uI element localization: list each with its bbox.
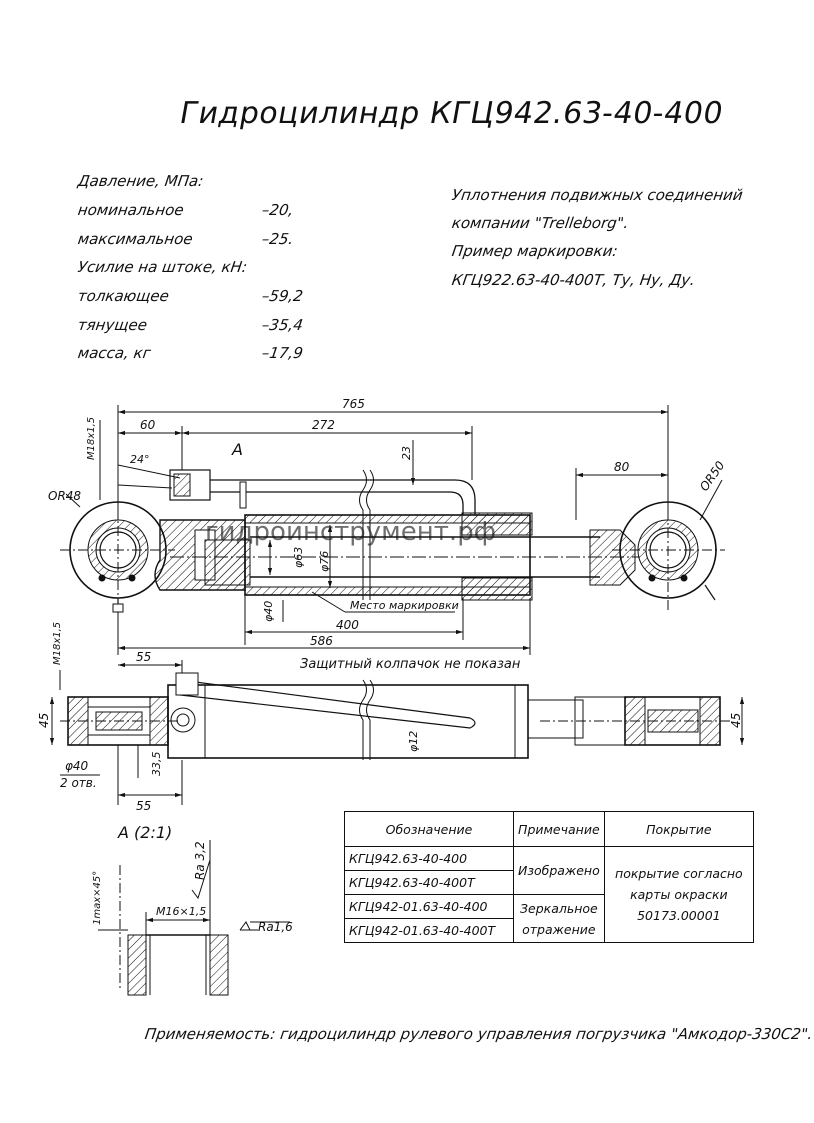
header-note: Примечание [513,811,605,847]
ra16: Ra1,6 [258,920,293,934]
note-shown: Изображено [513,846,605,895]
chamfer: 1max×45° [92,871,103,925]
note-mirror-line-1: Зеркальное [520,900,598,916]
dim-or48: OR48 [48,489,81,503]
dim-55-top: 55 [136,650,151,664]
coating-cell: покрытие согласно карты окраски 50173.00… [603,846,755,943]
dim-m18-top: М18х1,5 [86,417,97,460]
cylinder-drawing: 765 60 272 80 23 М18х1,5 24° А OR48 OR50… [37,397,745,996]
dim-272: 272 [312,418,335,432]
table-row: КГЦ942-01.63-40-400 [344,894,514,919]
holes-note: 2 отв. [60,776,97,790]
dim-60: 60 [140,418,156,432]
ra32: Ra 3,2 [193,841,207,880]
dim-or50: OR50 [697,458,728,493]
section-a-title: А (2:1) [118,823,173,842]
watermark: гидроинструмент.рф [205,517,496,547]
table-row: КГЦ942.63-40-400 [344,846,514,871]
note-mirror-line-2: отражение [522,921,596,937]
dim-586: 586 [310,634,333,648]
dim-765: 765 [342,397,365,411]
table-row: КГЦ942.63-40-400Т [344,870,514,895]
dim-45-left: 45 [37,713,51,728]
dim-d40: φ40 [262,601,275,622]
coating-line-3: 50173.00001 [637,908,721,923]
dim-m18-bottom: М18х1,5 [52,622,63,665]
dim-55-bottom: 55 [136,799,151,813]
coating-line-2: карты окраски [630,887,728,902]
dim-33-5: 33,5 [150,752,163,777]
dim-23: 23 [400,446,413,460]
variants-table: Обозначение Примечание Покрытие КГЦ942.6… [344,811,755,943]
thread-m16: М16×1,5 [156,905,206,918]
dim-d76: φ76 [318,551,331,572]
header-coating: Покрытие [603,811,755,847]
table-row: КГЦ942-01.63-40-400Т [344,918,514,943]
cap-note: Защитный колпачок не показан [300,657,521,672]
dim-400: 400 [336,618,359,632]
dim-45-right: 45 [729,713,743,728]
dim-80: 80 [614,460,630,474]
applicability: Применяемость: гидроцилиндр рулевого упр… [143,1025,814,1043]
dim-24deg: 24° [130,453,150,466]
dim-d63: φ63 [292,547,305,568]
label-a: А [231,440,243,459]
marking-place: Место маркировки [350,599,459,612]
dim-d40-holes: φ40 [65,759,89,773]
header-designation: Обозначение [344,811,514,847]
coating-line-1: покрытие согласно [615,866,743,881]
dim-d12: φ12 [407,731,420,752]
note-mirror: Зеркальное отражение [513,894,605,943]
